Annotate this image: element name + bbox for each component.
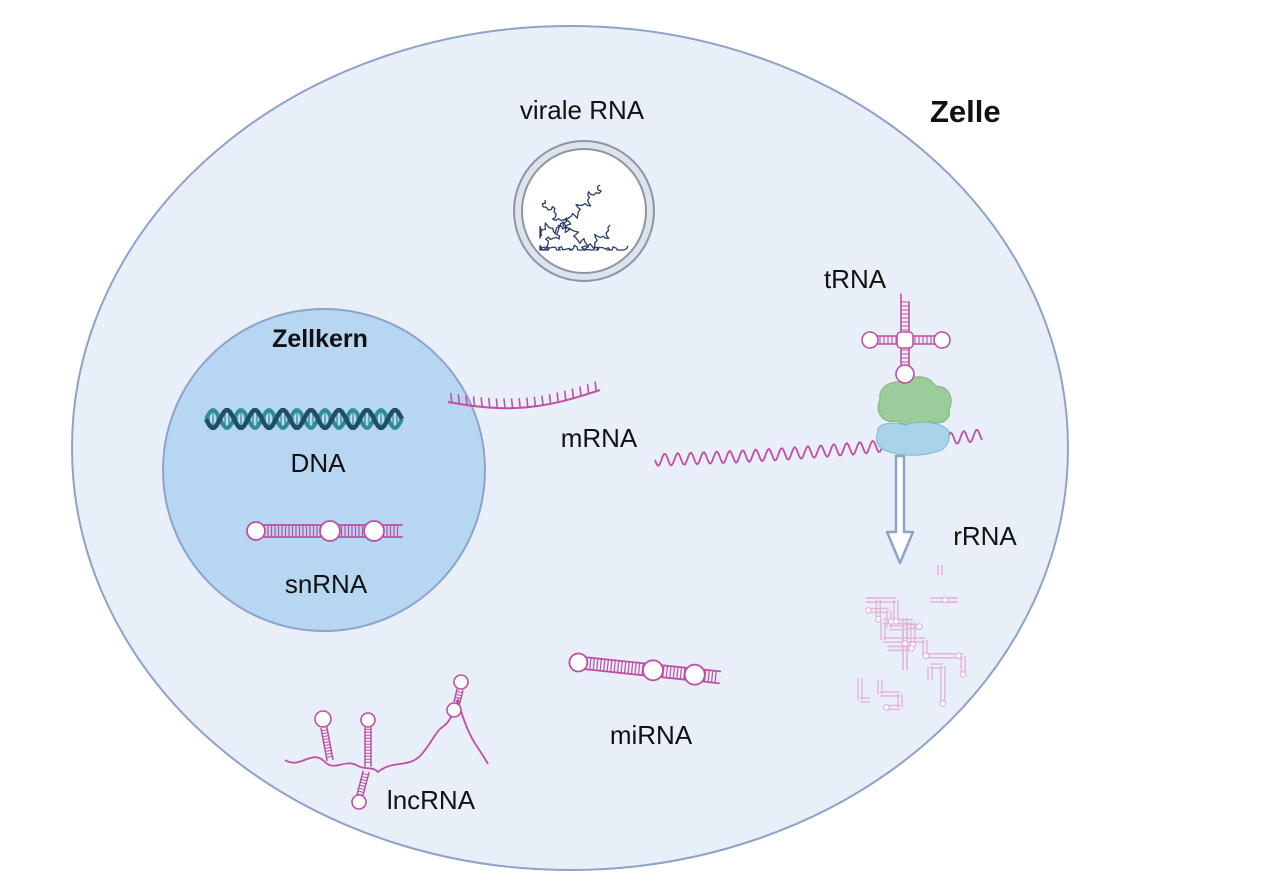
rrna-label: rRNA [953,521,1017,551]
ribosome-icon [875,376,952,456]
cell-title: Zelle [930,94,1001,129]
cell-membrane [71,25,1069,871]
nucleus [162,308,486,632]
mrna-strand-icon [447,381,601,410]
viral-rna-label: virale RNA [520,95,645,125]
dna-label: DNA [291,448,347,478]
lncrna-label: lncRNA [387,785,476,815]
trna-label: tRNA [824,264,887,294]
mirna-hairpin-icon [568,652,722,686]
trna-cloverleaf-icon [861,293,951,384]
translation-arrow-icon [885,454,915,565]
dna-double-helix-icon [203,407,405,431]
snrna-hairpin-icon [246,520,403,542]
nucleus-title: Zellkern [272,325,368,353]
mrna-label: mRNA [561,423,638,453]
lncrna-structure-icon [284,674,489,810]
rrna-structure-icon [857,565,967,711]
viral-vesicle-icon [513,140,655,282]
snrna-label: snRNA [285,569,368,599]
mirna-label: miRNA [610,720,693,750]
